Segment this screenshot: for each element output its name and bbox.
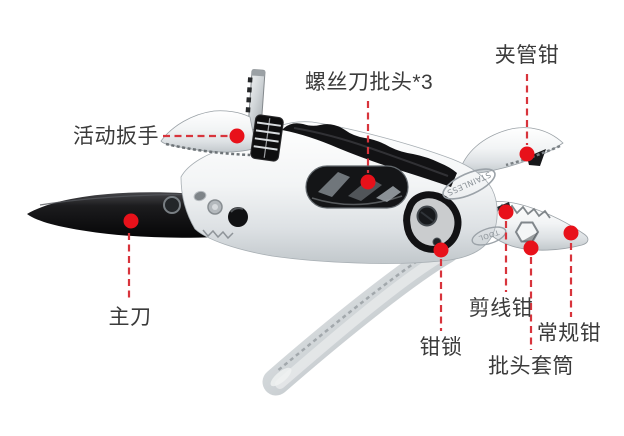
plier-lock-pivot (403, 191, 462, 253)
label-adjustable-wrench: 活动扳手 (73, 125, 159, 148)
grip-insert (282, 123, 457, 187)
callout-dot-screwdriver-bits (360, 174, 376, 190)
callout-dot-wire-cutter (498, 204, 514, 220)
pipe-clamp-jaw (458, 127, 564, 175)
callout-dots (123, 128, 579, 258)
label-screwdriver-bits: 螺丝刀批头*3 (304, 71, 434, 94)
label-pipe-clamp: 夹管钳 (494, 44, 560, 67)
callout-dot-main-knife (123, 213, 139, 229)
label-regular-jaw: 常规钳 (536, 322, 602, 345)
callout-dot-pipe-clamp (519, 146, 535, 162)
callout-dot-bit-socket (523, 240, 539, 256)
body-rivets (193, 190, 248, 227)
callout-dot-regular-jaw (563, 225, 579, 241)
label-bit-socket: 批头套筒 (488, 355, 574, 378)
wrench-worm-screw (250, 114, 284, 162)
label-main-knife: 主刀 (108, 306, 152, 329)
blade-thumb-hole (163, 196, 181, 214)
callout-dot-adjustable-wrench (229, 128, 245, 144)
label-wire-cutter: 剪线钳 (468, 297, 534, 320)
wrench-jaw-teeth (165, 142, 251, 157)
label-plier-lock: 钳锁 (419, 336, 463, 359)
callout-dot-plier-lock (433, 242, 449, 258)
callout-lines (127, 74, 573, 350)
bit-storage-cutout (305, 165, 409, 209)
